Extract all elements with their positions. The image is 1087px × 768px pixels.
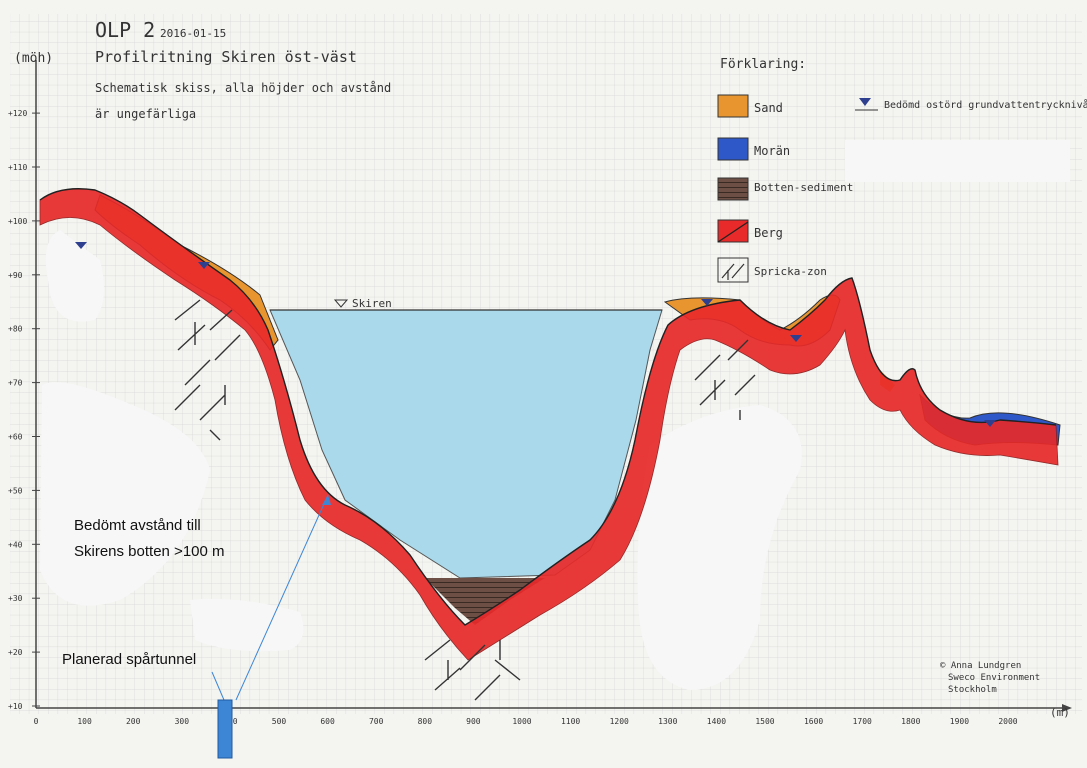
drawing-date: 2016-01-15 xyxy=(160,27,226,40)
x-tick-label: 600 xyxy=(320,717,335,726)
x-tick-label: 200 xyxy=(126,717,141,726)
drawing-subtitle: Profilritning Skiren öst-väst xyxy=(95,48,357,66)
bedrock-surface-line xyxy=(39,188,1057,626)
bottom-sediment xyxy=(425,578,545,625)
fracture-zone-center xyxy=(424,639,521,701)
legend: Förklaring: Sand Morän Botten-sediment B… xyxy=(717,57,1087,283)
legend-label-sand: Sand xyxy=(754,101,783,115)
drawing-note-line-2: är ungefärliga xyxy=(95,107,196,121)
legend-label-moraine: Morän xyxy=(754,144,790,158)
y-tick-label: +120 xyxy=(8,109,27,118)
x-tick-label: 1600 xyxy=(804,717,823,726)
x-axis-arrow-icon xyxy=(1062,704,1072,712)
credit-line-1: © Anna Lundgren xyxy=(940,661,1021,671)
x-tick-label: 2000 xyxy=(998,717,1017,726)
y-tick-label: +30 xyxy=(8,594,23,603)
x-tick-label: 100 xyxy=(77,717,92,726)
y-tick-label: +90 xyxy=(8,271,23,280)
y-tick-label: +100 xyxy=(8,217,27,226)
legend-swatch-fracture xyxy=(717,257,749,283)
x-tick-label: 1900 xyxy=(950,717,969,726)
lake-label: Skiren xyxy=(352,297,392,310)
legend-rock-line xyxy=(717,221,749,243)
y-tick-label: +10 xyxy=(8,702,23,711)
distance-annotation-line-1: Bedömt avstånd till xyxy=(74,517,201,534)
legend-swatch-sand xyxy=(717,94,749,118)
credit-line-2: Sweco Environment xyxy=(948,673,1040,683)
y-tick-label: +70 xyxy=(8,379,23,388)
legend-swatch-moraine xyxy=(717,137,749,161)
tunnel-annotation: Planerad spårtunnel xyxy=(62,651,196,668)
distance-pointer-line xyxy=(235,494,329,701)
legend-title: Förklaring: xyxy=(720,57,806,72)
distance-arrow-icon xyxy=(322,495,331,505)
legend-label-fracture: Spricka-zon xyxy=(754,265,827,278)
tunnel-pointer-line xyxy=(211,671,225,701)
x-tick-label: 800 xyxy=(418,717,433,726)
y-tick-label: +40 xyxy=(8,540,23,549)
x-tick-label: 1300 xyxy=(658,717,677,726)
fracture-zone-east xyxy=(694,339,756,420)
drawing-title: OLP 2 xyxy=(95,18,155,42)
x-tick-label: 1000 xyxy=(512,717,531,726)
legend-label-groundwater: Bedömd ostörd grundvattentrycknivå xyxy=(884,98,1087,111)
x-tick-label: 0 xyxy=(34,717,39,726)
credit-line-3: Stockholm xyxy=(948,685,997,695)
erased-patch xyxy=(845,140,1070,182)
legend-fracture-icon xyxy=(721,263,745,280)
legend-groundwater-icon xyxy=(859,98,871,106)
legend-label-rock: Berg xyxy=(754,226,783,240)
y-tick-label: +110 xyxy=(8,163,27,172)
y-tick-label: +20 xyxy=(8,648,23,657)
erased-patch xyxy=(45,230,104,322)
distance-annotation-line-2: Skirens botten >100 m xyxy=(74,543,225,560)
x-tick-label: 700 xyxy=(369,717,384,726)
x-tick-label: 300 xyxy=(175,717,190,726)
y-axis-unit: (möh) xyxy=(14,51,53,66)
x-axis-unit: (m) xyxy=(1050,706,1070,719)
x-tick-label: 1400 xyxy=(707,717,726,726)
x-tick-label: 1200 xyxy=(610,717,629,726)
fracture-zone-west xyxy=(174,299,241,441)
x-tick-label: 1500 xyxy=(755,717,774,726)
erased-patch xyxy=(40,382,210,606)
x-tick-label: 900 xyxy=(466,717,481,726)
erased-patch xyxy=(637,405,802,690)
drawing-note-line-1: Schematisk skiss, alla höjder och avstån… xyxy=(95,81,391,95)
y-tick-label: +80 xyxy=(8,325,23,334)
legend-label-sediment: Botten-sediment xyxy=(754,181,853,194)
y-tick-label: +60 xyxy=(8,433,23,442)
y-tick-label: +50 xyxy=(8,486,23,495)
x-tick-labels: 0100200300400500600700800900100011001200… xyxy=(34,717,1018,726)
groundwater-marker-icons xyxy=(75,242,996,427)
legend-swatch-sediment xyxy=(717,177,749,201)
x-tick-label: 500 xyxy=(272,717,287,726)
x-tick-label: 1700 xyxy=(853,717,872,726)
tunnel-marker xyxy=(217,699,233,759)
lake-level-icon xyxy=(333,299,349,308)
x-tick-label: 1100 xyxy=(561,717,580,726)
x-tick-label: 1800 xyxy=(901,717,920,726)
y-tick-labels: +10 +20 +30 +40 +50 +60 +70 +80 +90 +100 +110 +120 xyxy=(8,109,40,711)
